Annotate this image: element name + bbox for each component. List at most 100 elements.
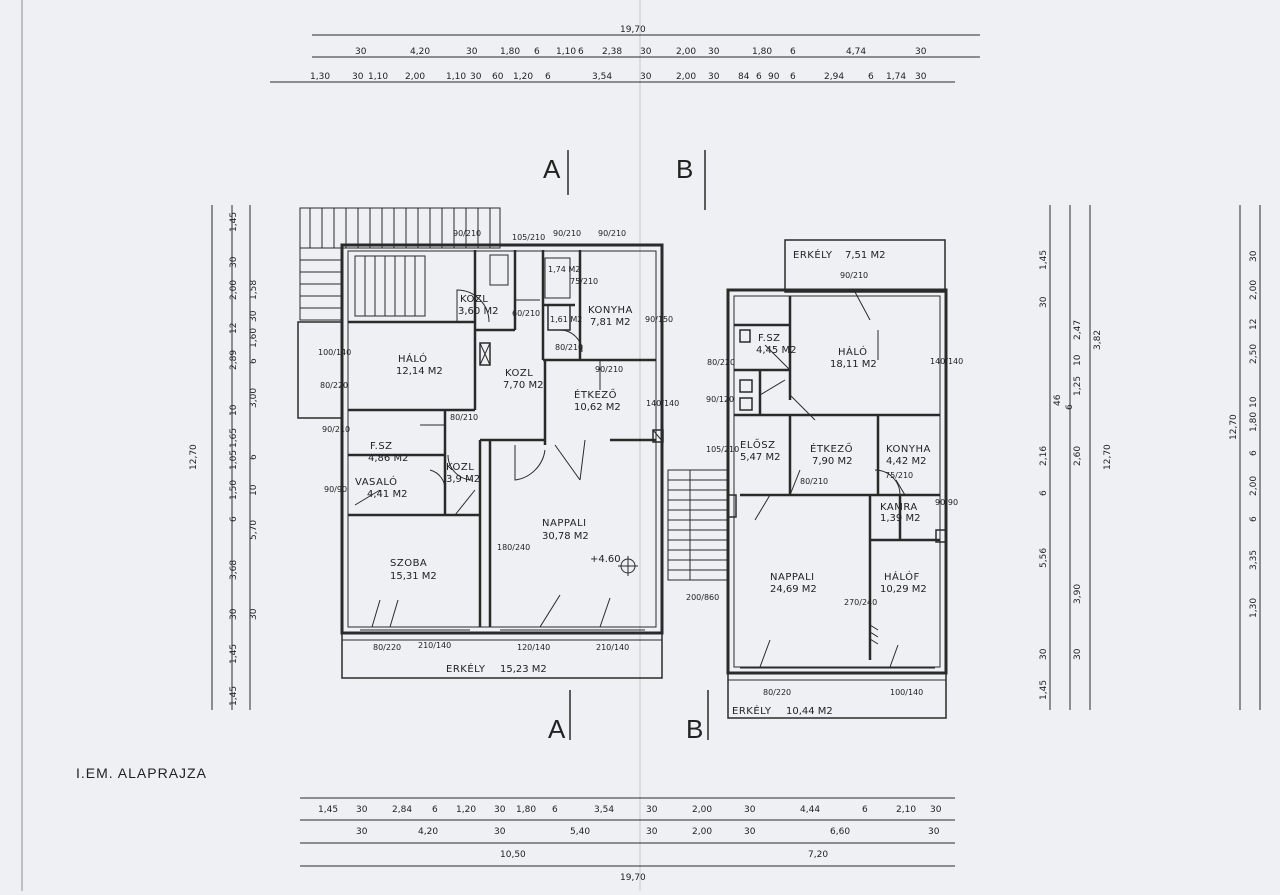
opening-label: 90/210: [595, 365, 623, 374]
dim-right-total: 12,70: [1103, 444, 1113, 470]
right-south-balcony: [727, 672, 947, 719]
dim-bottom-row2: 30: [494, 827, 506, 837]
dim-bottom-row1: 30: [356, 805, 368, 815]
dim-left: 1,65: [229, 428, 239, 448]
dim-top-row3: 30: [470, 72, 482, 82]
section-label-a-bottom: A: [548, 714, 566, 744]
opening-label: 80/210: [450, 413, 478, 422]
opening-label: 75/210: [885, 471, 913, 480]
dim-top-row3: 84: [738, 72, 750, 82]
opening-label: 60/210: [512, 309, 540, 318]
room-name-halo-left: HÁLÓ: [398, 352, 427, 365]
dim-top-row3: 2,00: [405, 72, 425, 82]
dim-bottom-row2: 30: [928, 827, 940, 837]
dim-bottom-row1: 2,84: [392, 805, 412, 815]
dim-bottom-row1: 1,20: [456, 805, 476, 815]
dim-bottom-row2: 2,00: [692, 827, 712, 837]
dim-left: 2,00: [229, 280, 239, 300]
opening-label: 80/210: [800, 477, 828, 486]
dim-right: 2,16: [1039, 446, 1049, 466]
room-area-kozl-2: 7,70 M2: [503, 380, 543, 391]
dim-left: 1,58: [249, 280, 259, 300]
dim-left: 10: [249, 484, 259, 496]
dim-top: 6: [790, 47, 796, 57]
dim-right: 5,56: [1039, 548, 1049, 568]
dim-bottom-row1: 30: [494, 805, 506, 815]
dim-bottom-row2: 6,60: [830, 827, 850, 837]
right-dimensions: 1,45 30 2,47 10 1,25 46 6 2,16 2,60 6 5,…: [1039, 250, 1259, 700]
dim-left: 3,68: [229, 560, 239, 580]
dimension-lines: [211, 34, 1261, 867]
right-south-windows: [740, 639, 935, 669]
room-area-kozl-3: 3,9 M2: [446, 474, 480, 485]
opening-label: 90/120: [706, 395, 734, 404]
top-dimensions: 19,70 30 4,20 30 1,80 6 1,10 6 2,38 30 2…: [310, 25, 927, 82]
room-name-halof: HÁLÓF: [884, 570, 920, 583]
dim-top: 4,20: [410, 47, 430, 57]
dim-bottom-row1: 30: [646, 805, 658, 815]
dim-right-far: 30: [1249, 250, 1259, 262]
room-name-vasalo: VASALÓ: [355, 475, 398, 488]
room-area-nappali-left: 30,78 M2: [542, 531, 589, 542]
room-area-elosz: 5,47 M2: [740, 452, 780, 463]
dim-right-far: 3,35: [1249, 550, 1259, 570]
dim-top-row3: 6: [868, 72, 874, 82]
right-door-swings: [754, 291, 906, 521]
dim-right-far: 6: [1249, 516, 1259, 522]
dim-right-far: 2,00: [1249, 280, 1259, 300]
room-area-halo-left: 12,14 M2: [396, 366, 443, 377]
opening-label: 80/220: [373, 643, 401, 652]
dim-top: 30: [915, 47, 927, 57]
opening-label: 270/240: [844, 598, 877, 607]
dim-left: 3,00: [249, 388, 259, 408]
small-label-2: 1,61 M2: [550, 315, 582, 324]
opening-label: 80/220: [763, 688, 791, 697]
room-area-etkezo-left: 10,62 M2: [574, 402, 621, 413]
dim-right: 30: [1039, 648, 1049, 660]
dim-right-far: 12: [1249, 319, 1259, 330]
room-area-halo-right: 18,11 M2: [830, 359, 877, 370]
opening-label: 90/210: [840, 271, 868, 280]
dim-left: 12: [229, 323, 239, 334]
left-balcony: [341, 632, 663, 679]
dim-left: 10: [229, 404, 239, 416]
dim-left: 1,60: [249, 328, 259, 348]
opening-label: 90/210: [553, 229, 581, 238]
dim-top: 2,38: [602, 47, 622, 57]
room-area-konyha-right: 4,42 M2: [886, 456, 926, 467]
opening-label: 90/90: [324, 485, 347, 494]
dim-top-row3: 1,10: [368, 72, 388, 82]
left-door-swings: [354, 289, 601, 516]
room-name-fsz-left: F.SZ: [370, 441, 393, 452]
section-label-b-bottom: B: [686, 714, 703, 744]
room-name-konyha-left: KONYHA: [588, 305, 633, 316]
dim-top: 30: [708, 47, 720, 57]
dim-right: 1,45: [1039, 680, 1049, 700]
left-south-windows: [360, 594, 645, 631]
dim-top-row3: 2,94: [824, 72, 844, 82]
room-name-erkely-right-north: ERKÉLY: [793, 248, 833, 261]
dim-top: 30: [466, 47, 478, 57]
left-unit: [297, 207, 664, 679]
opening-label: 105/210: [706, 445, 739, 454]
room-name-etkezo-right: ÉTKEZŐ: [810, 441, 853, 455]
opening-label: 90/90: [935, 498, 958, 507]
dim-bottom-row1: 1,45: [318, 805, 338, 815]
dim-right: 3,82: [1093, 330, 1103, 350]
dim-left: 6: [249, 454, 259, 460]
opening-label: 180/240: [497, 543, 530, 552]
opening-label: 75/210: [570, 277, 598, 286]
dim-left: 30: [229, 256, 239, 268]
dim-bottom-row1: 6: [432, 805, 438, 815]
room-area-erkely-right-south: 10,44 M2: [786, 706, 833, 717]
dim-bottom-row1: 4,44: [800, 805, 820, 815]
dim-top-row3: 30: [640, 72, 652, 82]
dim-top: 1,80: [500, 47, 520, 57]
small-label-1: 1,74 M2: [548, 265, 580, 274]
opening-label: 100/140: [890, 688, 923, 697]
dim-left: 30: [249, 310, 259, 322]
opening-label: 90/210: [453, 229, 481, 238]
dim-right: 2,47: [1073, 320, 1083, 340]
left-room-labels: KOZL 3,60 M2 KONYHA 7,81 M2 HÁLÓ 12,14 M…: [355, 265, 633, 675]
